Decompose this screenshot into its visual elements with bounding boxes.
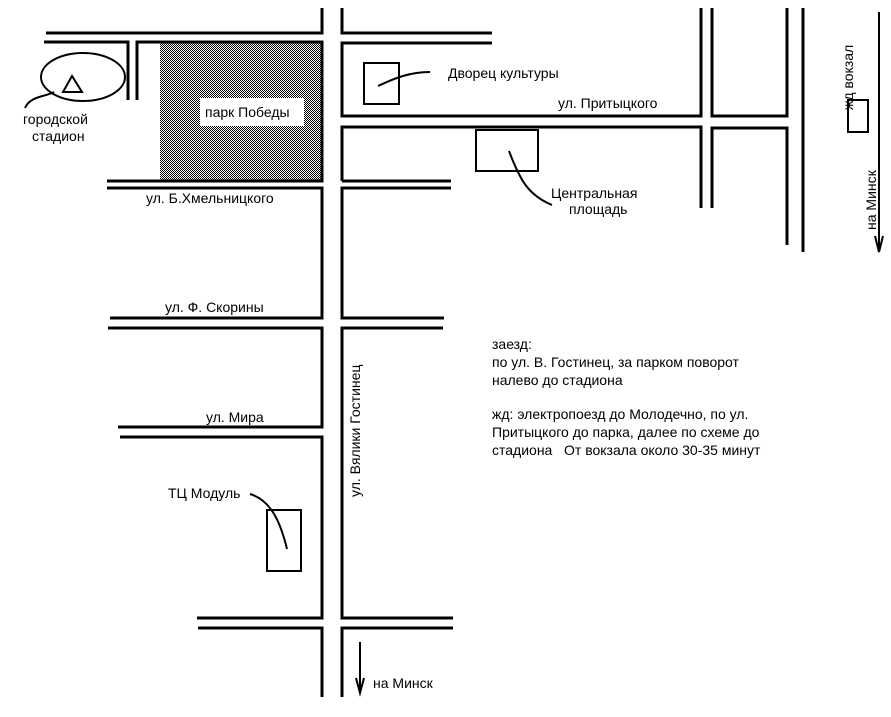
street-mira: ул. Мира [206, 409, 264, 425]
mall-building [266, 509, 302, 572]
palace-label: Дворец культуры [448, 65, 559, 81]
rail-line: жд: электропоезд до Молодечно, по ул. [492, 406, 748, 422]
square-pointer [508, 150, 553, 206]
station-label: жд вокзал [840, 45, 856, 110]
street-pritytskogo: ул. Притыцкого [558, 95, 658, 111]
rail-line: стадиона От вокзала около 30-35 минут [492, 442, 761, 458]
stadium-pointer [24, 91, 55, 109]
palace-pointer [377, 71, 431, 87]
to-minsk-right-label: на Минск [863, 169, 879, 230]
street-skoryny: ул. Ф. Скорины [165, 299, 264, 315]
mall-label: ТЦ Модуль [168, 485, 240, 501]
park-label: парк Победы [205, 104, 290, 120]
stadium-label-line1: городской [23, 111, 88, 127]
street-khmelnitskogo: ул. Б.Хмельницкого [146, 190, 274, 206]
arrow-down-icon [874, 12, 884, 253]
park-label-box [200, 98, 304, 126]
street-gostinets: ул. Вялики Гостинец [347, 365, 363, 497]
square-building [475, 129, 539, 172]
palace-building [363, 62, 400, 105]
roads [44, 8, 805, 697]
car-line: по ул. В. Гостинец, за парком поворот [492, 354, 740, 370]
to-minsk-bottom-label: на Минск [373, 675, 434, 691]
stadium-triangle-icon [61, 74, 84, 93]
square-label-line2: площадь [569, 201, 627, 217]
square-label-line1: Центральная [551, 185, 637, 201]
arrow-down-icon [355, 642, 365, 697]
directions-text: заезд: по ул. В. Гостинец, за парком пов… [492, 336, 761, 458]
mall-pointer [249, 493, 288, 550]
car-title: заезд: [492, 336, 532, 352]
stadium-label-line2: стадион [32, 128, 85, 144]
stadium-ellipse [40, 52, 126, 102]
stadium-marker [24, 52, 126, 109]
car-line: налево до стадиона [492, 372, 623, 388]
station-building [847, 99, 869, 133]
rail-line: Притыцкого до парка, далее по схеме до [492, 424, 760, 440]
